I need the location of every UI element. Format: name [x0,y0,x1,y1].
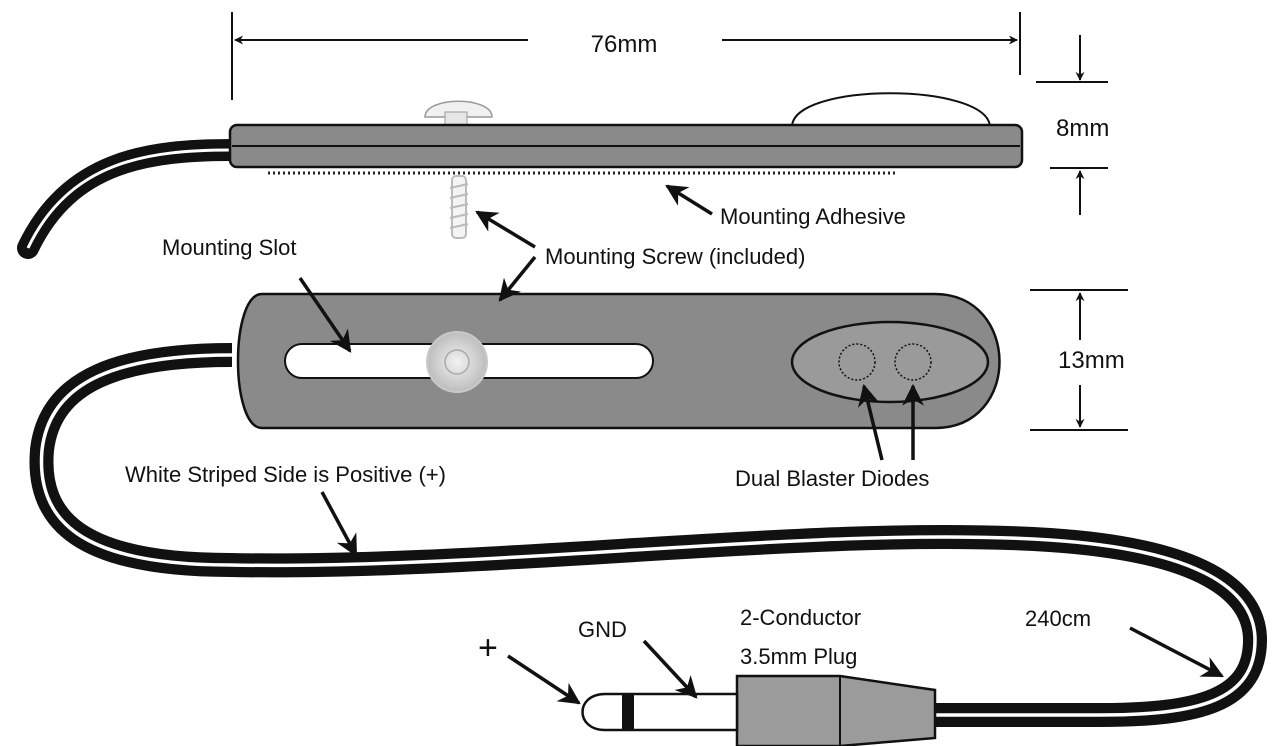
depth-dimension: 13mm [1030,289,1128,431]
top-view [236,292,1001,430]
depth-label: 13mm [1058,347,1125,374]
gnd-arrow [642,639,698,699]
mounting-adhesive-label: Mounting Adhesive [720,204,906,229]
diode-bump [790,92,992,128]
height-label: 8mm [1056,115,1109,142]
screw-arrow-top [498,255,537,302]
plus-label: + [478,629,498,667]
side-view-cable [17,139,243,259]
cable-length-label: 240cm [1025,606,1091,631]
diode-window [790,320,990,404]
callout-arrows [298,184,1224,705]
cable [17,139,1268,727]
ir-diode-icon [838,343,876,381]
mounting-screw-label: Mounting Screw (included) [545,244,805,269]
plug-body [735,674,937,746]
positive-stripe [39,353,1257,717]
plus-arrow [507,654,581,705]
screw-thread [449,175,469,239]
width-label: 76mm [591,31,658,58]
audio-plug-icon [581,674,937,746]
plug-ring [622,694,634,730]
height-dimension: 8mm [1036,35,1109,215]
slot-arrow [298,277,352,353]
plug-type-label-line2: 3.5mm Plug [740,644,857,669]
diode-arrow-1 [857,383,884,461]
screw-icon [424,100,493,118]
plug-tip [581,692,739,732]
screw-arrow-side [475,210,536,249]
length-arrow [1129,626,1224,678]
gnd-label: GND [578,617,627,642]
white-striped-side-label: White Striped Side is Positive (+) [125,462,446,487]
stripe-arrow [320,491,358,557]
width-dimension: 76mm [231,12,1021,100]
mounting-slot-label: Mounting Slot [162,235,297,260]
side-view [228,92,1024,239]
slot-screw-head [426,331,488,393]
plug-type-label-line1: 2-Conductor [740,605,861,630]
adhesive-arrow [665,184,713,216]
dual-blaster-diodes-label: Dual Blaster Diodes [735,466,929,491]
ir-diode-icon [894,343,932,381]
